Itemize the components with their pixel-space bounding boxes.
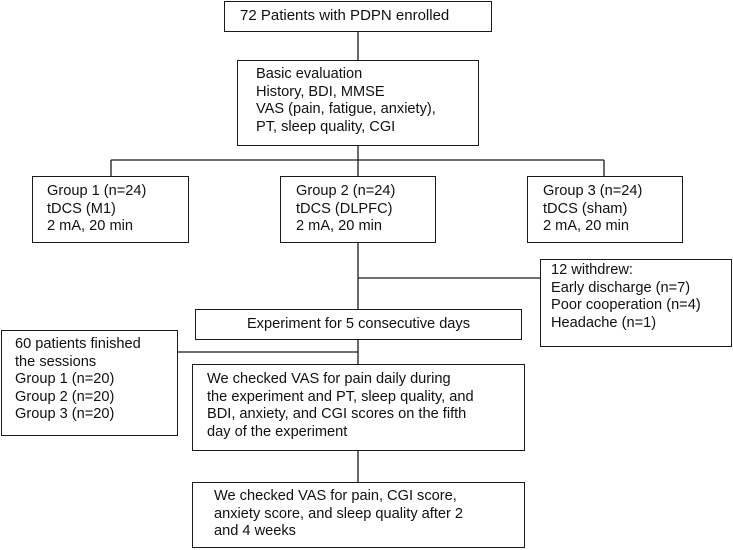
group3-box: Group 3 (n=24) tDCS (sham) 2 mA, 20 min (527, 176, 683, 243)
enrolled-box: 72 Patients with PDPN enrolled (224, 1, 492, 32)
finished-line-5: Group 3 (n=20) (15, 406, 115, 423)
baseline-line-3: VAS (pain, fatigue, anxiety), (256, 101, 436, 118)
group3-line-3: 2 mA, 20 min (543, 218, 629, 235)
withdrew-box: 12 withdrew: Early discharge (n=7) Poor … (540, 259, 732, 347)
group2-line-1: Group 2 (n=24) (296, 183, 396, 199)
finished-line-1: 60 patients finished (15, 336, 141, 352)
daily-check-box: We checked VAS for pain daily during the… (192, 364, 525, 451)
experiment-box: Experiment for 5 consecutive days (195, 309, 522, 340)
daily-check-line-3: BDI, anxiety, and CGI scores on the fift… (207, 406, 467, 423)
group1-box: Group 1 (n=24) tDCS (M1) 2 mA, 20 min (32, 176, 189, 243)
baseline-evaluation-box: Basic evaluation History, BDI, MMSE VAS … (237, 60, 479, 146)
baseline-line-4: PT, sleep quality, CGI (256, 118, 396, 135)
followup-box: We checked VAS for pain, CGI score, anxi… (192, 482, 525, 548)
group1-line-2: tDCS (M1) (47, 200, 116, 217)
group2-line-3: 2 mA, 20 min (296, 218, 382, 235)
finished-line-4: Group 2 (n=20) (15, 388, 115, 405)
daily-check-line-1: We checked VAS for pain daily during (207, 371, 451, 387)
experiment-line-1: Experiment for 5 consecutive days (246, 315, 471, 332)
withdrew-line-3: Poor cooperation (n=4) (551, 297, 701, 314)
baseline-line-2: History, BDI, MMSE (256, 83, 385, 100)
daily-check-line-2: the experiment and PT, sleep quality, an… (207, 388, 474, 405)
finished-line-3: Group 1 (n=20) (15, 371, 115, 388)
followup-line-3: and 4 weeks (214, 523, 296, 540)
daily-check-line-4: day of the experiment (207, 423, 348, 440)
group3-line-1: Group 3 (n=24) (543, 183, 643, 199)
withdrew-line-4: Headache (n=1) (551, 314, 657, 331)
group1-line-3: 2 mA, 20 min (47, 218, 133, 235)
group2-box: Group 2 (n=24) tDCS (DLPFC) 2 mA, 20 min (280, 176, 436, 243)
group1-line-1: Group 1 (n=24) (47, 183, 147, 199)
enrolled-line-1: 72 Patients with PDPN enrolled (240, 7, 450, 24)
withdrew-line-1: 12 withdrew: (551, 262, 633, 278)
followup-line-1: We checked VAS for pain, CGI score, (214, 488, 457, 504)
finished-line-2: the sessions (15, 353, 97, 370)
group2-line-2: tDCS (DLPFC) (296, 200, 393, 217)
followup-line-2: anxiety score, and sleep quality after 2 (214, 505, 464, 522)
group3-line-2: tDCS (sham) (543, 200, 628, 217)
withdrew-line-2: Early discharge (n=7) (551, 279, 691, 296)
finished-box: 60 patients finished the sessions Group … (1, 330, 178, 436)
baseline-line-1: Basic evaluation (256, 66, 363, 82)
